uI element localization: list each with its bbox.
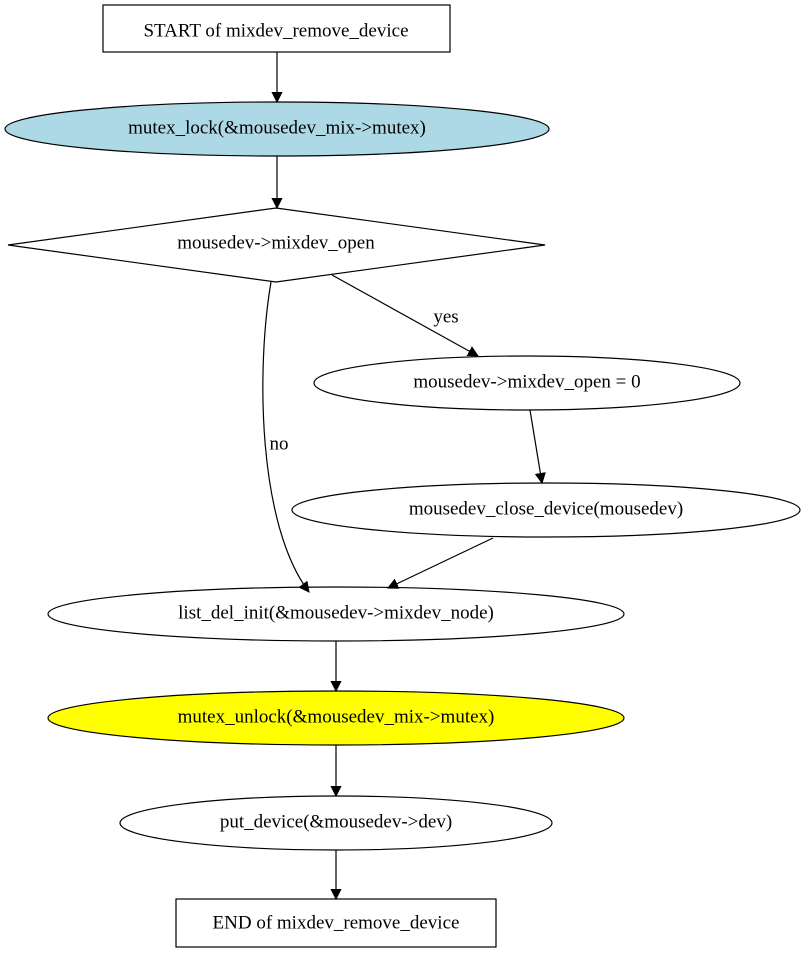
edge-decision-yes bbox=[331, 274, 478, 356]
set-open-ellipse bbox=[313, 355, 741, 411]
start-label: START of mixdev_remove_device bbox=[143, 20, 408, 41]
close-device-label: mousedev_close_device(mousedev) bbox=[409, 498, 683, 519]
yes-edge-label: yes bbox=[433, 306, 458, 327]
decision-diamond bbox=[7, 207, 546, 283]
edge-open-to-close bbox=[529, 409, 542, 483]
mutex-unlock-node: mutex_unlock(&mousedev_mix->mutex) bbox=[47, 690, 625, 746]
set-open-label: mousedev->mixdev_open = 0 bbox=[413, 371, 640, 392]
mutex-unlock-label: mutex_unlock(&mousedev_mix->mutex) bbox=[178, 706, 495, 727]
end-label: END of mixdev_remove_device bbox=[213, 912, 460, 933]
close-device-node: mousedev_close_device(mousedev) bbox=[291, 482, 801, 538]
mutex-lock-label: mutex_lock(&mousedev_mix->mutex) bbox=[128, 117, 426, 138]
mutex-lock-node: mutex_lock(&mousedev_mix->mutex) bbox=[4, 101, 550, 157]
edge-decision-no bbox=[262, 281, 309, 592]
list-del-node: list_del_init(&mousedev->mixdev_node) bbox=[47, 586, 625, 642]
decision-node: mousedev->mixdev_open bbox=[7, 207, 546, 283]
list-del-label: list_del_init(&mousedev->mixdev_node) bbox=[178, 602, 494, 623]
set-open-node: mousedev->mixdev_open = 0 bbox=[313, 355, 741, 411]
start-node: START of mixdev_remove_device bbox=[102, 4, 451, 53]
no-edge-label: no bbox=[270, 433, 289, 454]
edge-close-to-listdel bbox=[388, 537, 494, 588]
end-node: END of mixdev_remove_device bbox=[175, 898, 497, 948]
start-box bbox=[102, 4, 451, 53]
put-device-node: put_device(&mousedev->dev) bbox=[119, 795, 553, 851]
put-device-label: put_device(&mousedev->dev) bbox=[220, 811, 452, 832]
end-box bbox=[175, 898, 497, 948]
decision-label: mousedev->mixdev_open bbox=[177, 232, 375, 253]
